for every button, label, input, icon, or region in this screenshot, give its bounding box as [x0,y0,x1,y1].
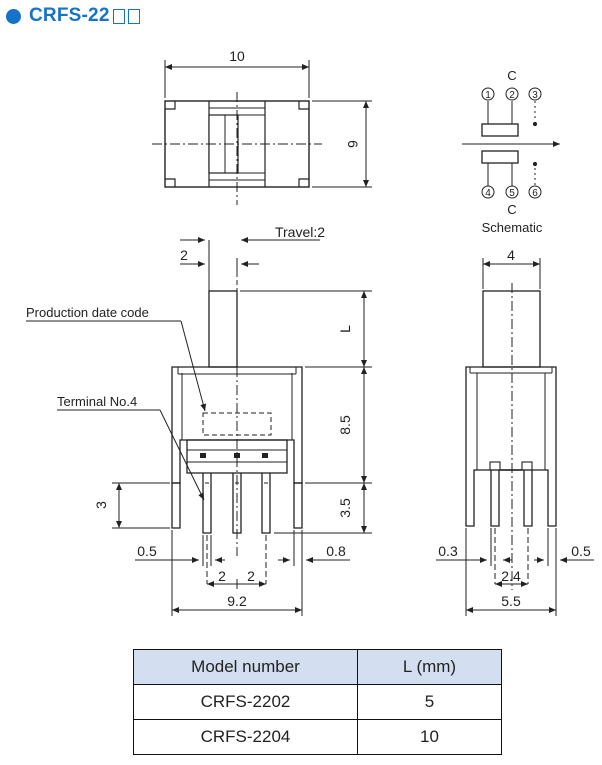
table-cell: CRFS-2204 [133,719,358,755]
mounting-lug-left [171,482,181,529]
right-width-label: 0.8 [326,543,346,559]
placeholder-glyph-icon [112,8,125,24]
base [186,439,288,474]
side-housing [465,366,557,527]
section-header: CRFS-22 [6,4,140,28]
common-top-label: C [507,68,516,83]
common-bottom-label: C [507,202,516,217]
actuator-width-label: 4 [507,247,515,263]
pin-label: 1 [485,90,491,101]
travel-label: Travel:2 [275,224,325,240]
pin-label: 3 [532,90,538,101]
table-header: L (mm) [357,649,502,685]
pin-pitch-label: 2.4 [501,568,521,584]
pin-label: 4 [485,188,491,199]
terminal [202,473,212,534]
table-cell: 10 [357,719,502,755]
contact-top [481,123,519,137]
body-height-label: 8.5 [337,415,353,435]
pin-label: 5 [509,188,515,199]
pitch-label: 2 [218,568,226,584]
l-label: L [337,325,353,333]
contact-bottom [481,150,519,164]
section-title: CRFS-22 [29,5,110,26]
overall-width-label: 9.2 [227,593,247,609]
schematic: C 1 2 3 4 5 6 C Schematic [462,68,560,235]
model-table: Model number L (mm) CRFS-2202 5 CRFS-220… [133,649,502,755]
bullet-icon [6,8,21,24]
table-cell: CRFS-2202 [133,684,358,720]
lead-height-label: 3.5 [337,498,353,518]
production-date-area [202,412,272,436]
top-view: 10 6 [152,48,372,205]
side-terminal [523,470,533,527]
mechanical-drawing: 10 6 C 1 2 3 [26,48,594,616]
top-height-label: 6 [345,140,361,148]
top-pitch-label: 2 [180,247,188,263]
pin-label: 2 [509,90,515,101]
table-row: CRFS-2202 5 [133,684,502,720]
actuator [208,290,238,368]
production-date-label: Production date code [26,305,149,320]
side-right-label: 0.5 [571,543,591,559]
left-width-label: 0.5 [137,543,157,559]
terminal-label: Terminal No.4 [57,394,137,409]
side-terminal [490,470,500,527]
pitch-label: 2 [247,568,255,584]
side-left-label: 0.3 [438,543,458,559]
top-width-label: 10 [229,48,245,64]
placeholder-glyph-icon [127,8,140,24]
side-overall-width-label: 5.5 [501,593,521,609]
table-cell: 5 [357,684,502,720]
lug-height-label: 3 [93,501,109,509]
table-header: Model number [133,649,358,685]
terminal [232,473,242,534]
table-row: CRFS-2204 10 [133,719,502,755]
pin-label: 6 [532,188,538,199]
schematic-caption: Schematic [482,220,543,235]
mounting-lug-right [293,482,303,529]
side-view: 4 0.3 0.5 2.4 5.5 [436,247,594,616]
table-header-row: Model number L (mm) [133,649,502,685]
terminal [261,473,271,534]
front-view: Travel:2 2 Production date code Terminal… [26,224,372,616]
